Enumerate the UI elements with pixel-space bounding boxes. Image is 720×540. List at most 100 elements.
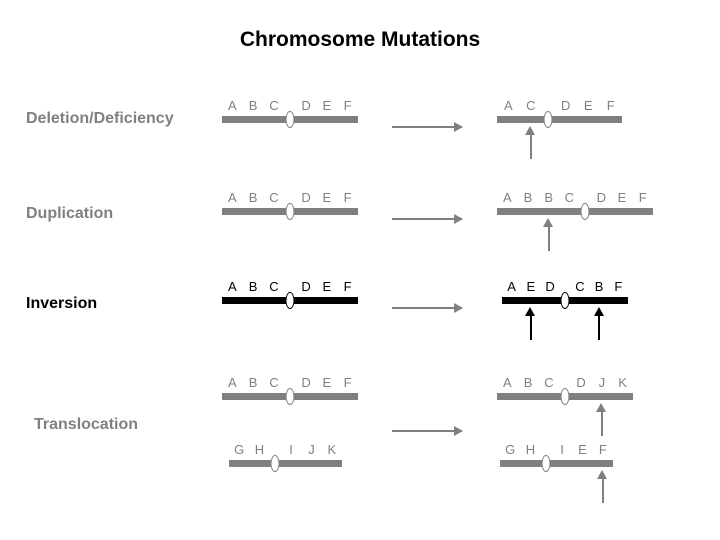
centromere — [285, 292, 295, 309]
chromosome-band-letter: H — [254, 442, 265, 457]
chromosome-bar — [497, 116, 622, 123]
chromosome-band-letter: F — [638, 190, 647, 205]
transition-arrow-translocation — [392, 426, 463, 436]
chromosome-band-letter: E — [617, 190, 627, 205]
chromosome-bar — [229, 460, 342, 467]
transition-arrow-inversion — [392, 303, 463, 313]
chromosome-band-letter: I — [560, 442, 564, 457]
chromosome-band-letter: F — [343, 375, 352, 390]
centromere — [541, 455, 551, 472]
chromosome-band-letter: D — [545, 279, 555, 294]
page-title: Chromosome Mutations — [239, 28, 481, 51]
centromere — [543, 111, 553, 128]
chromosome-band-letter: A — [228, 98, 237, 113]
chromosome-band-letter: F — [614, 279, 623, 294]
chromosome-band-letter: D — [576, 375, 586, 390]
centromere — [560, 388, 570, 405]
centromere — [580, 203, 590, 220]
mutation-site-arrow — [525, 126, 536, 159]
chromosome-band-letter: D — [301, 279, 311, 294]
chromosome-band-letter: D — [301, 98, 311, 113]
arrow-head — [454, 303, 463, 313]
arrow-shaft — [600, 410, 603, 436]
chromosome-band-letter: G — [505, 442, 516, 457]
chromosome-band-letter: F — [598, 442, 607, 457]
chromosome-band-letter: A — [228, 190, 237, 205]
mutation-site-arrow — [543, 218, 554, 251]
arrow-shaft — [529, 314, 532, 340]
chromosome-band-letter: C — [269, 279, 279, 294]
chromosome-band-letter: C — [269, 98, 279, 113]
transition-arrow-deletion — [392, 122, 463, 132]
chromosome-band-letter: B — [523, 190, 533, 205]
transition-arrow-duplication — [392, 214, 463, 224]
chromosome-bar — [497, 208, 653, 215]
chromosome-band-letter: A — [502, 190, 512, 205]
arrow-shaft — [598, 314, 601, 340]
chromosome-band-letter: F — [606, 98, 615, 113]
chromosome-band-letter: E — [526, 279, 536, 294]
chromosome-band-letter: I — [289, 442, 293, 457]
centromere — [285, 203, 295, 220]
chromosome-band-letter: F — [343, 98, 352, 113]
chromosome-band-letter: C — [269, 190, 279, 205]
row-label-translocation: Translocation — [34, 416, 139, 433]
chromosome-band-letter: C — [564, 190, 574, 205]
mutation-site-arrow — [596, 403, 607, 436]
chromosome-band-letter: D — [301, 190, 311, 205]
centromere — [285, 388, 295, 405]
chromosome-band-letter: C — [544, 375, 554, 390]
chromosome-band-letter: D — [596, 190, 606, 205]
arrow-shaft — [547, 225, 550, 251]
chromosome-band-letter: E — [322, 190, 332, 205]
chromosome-band-letter: H — [525, 442, 536, 457]
chromosome-band-letter: B — [594, 279, 604, 294]
chromosome-bar — [500, 460, 613, 467]
chromosome-band-letter: A — [503, 98, 513, 113]
arrow-shaft — [601, 477, 604, 503]
chromosome-band-letter: B — [523, 375, 533, 390]
chromosome-band-letter: E — [322, 98, 332, 113]
mutation-site-arrow — [525, 307, 536, 340]
row-label-inversion: Inversion — [26, 295, 98, 312]
arrow-shaft — [392, 307, 462, 309]
chromosome-band-letter: G — [234, 442, 245, 457]
chromosome-band-letter: A — [228, 279, 237, 294]
chromosome-band-letter: A — [503, 375, 512, 390]
arrow-head — [593, 307, 604, 316]
chromosome-band-letter: B — [248, 279, 258, 294]
chromosome-band-letter: K — [327, 442, 337, 457]
chromosome-band-letter: E — [583, 98, 593, 113]
arrow-shaft — [392, 430, 462, 432]
mutation-site-arrow — [593, 307, 605, 340]
arrow-head — [525, 307, 536, 316]
arrow-shaft — [392, 126, 462, 128]
chromosome-band-letter: E — [322, 375, 332, 390]
chromosome-band-letter: B — [248, 98, 258, 113]
chromosome-band-letter: B — [544, 190, 554, 205]
chromosome-band-letter: F — [343, 190, 352, 205]
chromosome-band-letter: B — [248, 375, 258, 390]
arrow-head — [454, 214, 463, 224]
chromosome-band-letter: A — [507, 279, 516, 294]
centromere — [560, 292, 570, 309]
chromosome-band-letter: D — [560, 98, 571, 113]
row-label-deletion: Deletion/Deficiency — [26, 110, 174, 127]
arrow-head — [596, 403, 607, 412]
arrow-head — [543, 218, 554, 227]
chromosome-band-letter: K — [618, 375, 627, 390]
chromosome-band-letter: E — [578, 442, 587, 457]
chromosome-band-letter: F — [343, 279, 352, 294]
centromere — [285, 111, 295, 128]
